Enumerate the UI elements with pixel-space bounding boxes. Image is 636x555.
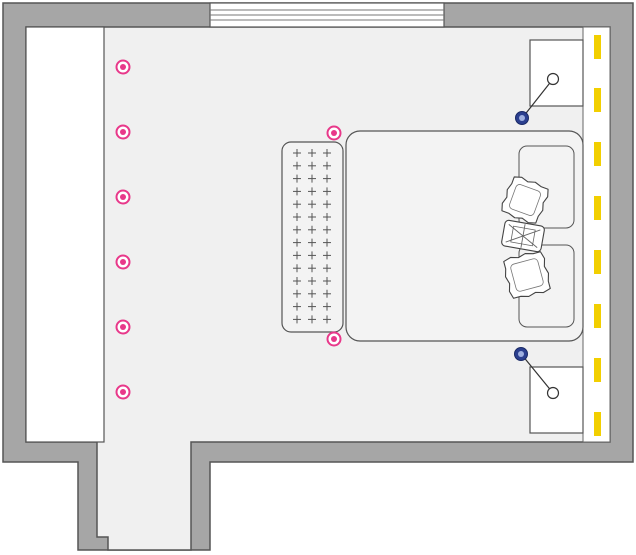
tuft-mark	[308, 225, 316, 234]
tuft-mark	[293, 174, 301, 183]
cushion	[501, 219, 545, 253]
tuft-mark	[308, 315, 316, 324]
tuft-mark	[323, 213, 331, 221]
switches	[514, 111, 529, 361]
tuft-mark	[308, 251, 316, 260]
nightstand-top	[522, 39, 584, 118]
tuft-mark	[308, 187, 316, 196]
cushion	[501, 176, 549, 224]
tuft-mark	[323, 225, 331, 234]
spotlight-icon	[115, 319, 131, 335]
tuft-mark	[293, 264, 301, 273]
spotlight-icon	[115, 124, 131, 140]
lamp-top-icon	[546, 72, 560, 86]
switch-bottom-icon	[514, 347, 528, 361]
tuft-mark	[323, 238, 331, 247]
tuft-mark	[293, 200, 301, 209]
tuft-mark	[308, 161, 316, 170]
led-strip-segment	[594, 142, 601, 166]
spotlights	[115, 59, 342, 400]
tuft-mark	[293, 238, 301, 247]
tuft-mark	[308, 289, 316, 298]
cushions	[501, 176, 551, 299]
tuft-mark	[323, 277, 331, 285]
tuft-mark	[308, 277, 316, 285]
led-strip	[594, 35, 601, 436]
led-strip-segment	[594, 196, 601, 220]
tuft-mark	[293, 302, 301, 311]
tuft-mark	[308, 200, 316, 209]
tuft-mark	[308, 174, 316, 183]
tuft-mark	[308, 264, 316, 273]
tuft-mark	[308, 302, 316, 311]
tuft-mark	[293, 213, 301, 221]
tuft-mark	[293, 315, 301, 324]
tuft-mark	[323, 200, 331, 209]
spotlight-icon	[326, 125, 342, 141]
tuft-mark	[293, 277, 301, 285]
tuft-mark	[323, 315, 331, 324]
nightstand-top-body	[529, 39, 584, 107]
tuft-mark	[293, 187, 301, 196]
lamp-bottom-icon	[546, 386, 560, 400]
tuft-mark	[323, 187, 331, 196]
led-strip-segment	[594, 88, 601, 112]
switch-top-icon	[515, 111, 529, 125]
tuft-mark	[293, 225, 301, 234]
spotlight-icon	[115, 59, 131, 75]
tuft-mark	[308, 149, 316, 157]
tuft-mark	[323, 174, 331, 183]
spotlight-icon	[115, 189, 131, 205]
led-strip-segment	[594, 35, 601, 59]
spotlight-icon	[326, 331, 342, 347]
lamp-cord-top	[522, 78, 554, 118]
tuft-mark	[293, 251, 301, 260]
tuft-mark	[293, 149, 301, 157]
cushion	[503, 251, 551, 299]
led-strip-segment	[594, 412, 601, 436]
wardrobe	[25, 26, 105, 443]
tuft-mark	[323, 251, 331, 260]
tuft-mark	[323, 302, 331, 311]
nightstand-bottom	[521, 354, 584, 434]
lamp-cord-bottom	[521, 354, 554, 394]
led-strip-segment	[594, 358, 601, 382]
spotlight-icon	[115, 254, 131, 270]
bench-tufting	[293, 149, 331, 324]
tuft-mark	[293, 289, 301, 298]
tuft-mark	[293, 161, 301, 170]
tuft-mark	[323, 289, 331, 298]
window	[209, 2, 445, 28]
tuft-mark	[323, 264, 331, 273]
bench	[281, 141, 344, 333]
tuft-mark	[323, 149, 331, 157]
tuft-mark	[308, 238, 316, 247]
led-strip-segment	[594, 304, 601, 328]
tuft-mark	[323, 161, 331, 170]
tuft-mark	[308, 213, 316, 221]
led-strip-segment	[594, 250, 601, 274]
nightstand-bottom-body	[529, 366, 584, 434]
spotlight-icon	[115, 384, 131, 400]
bed	[345, 130, 584, 342]
